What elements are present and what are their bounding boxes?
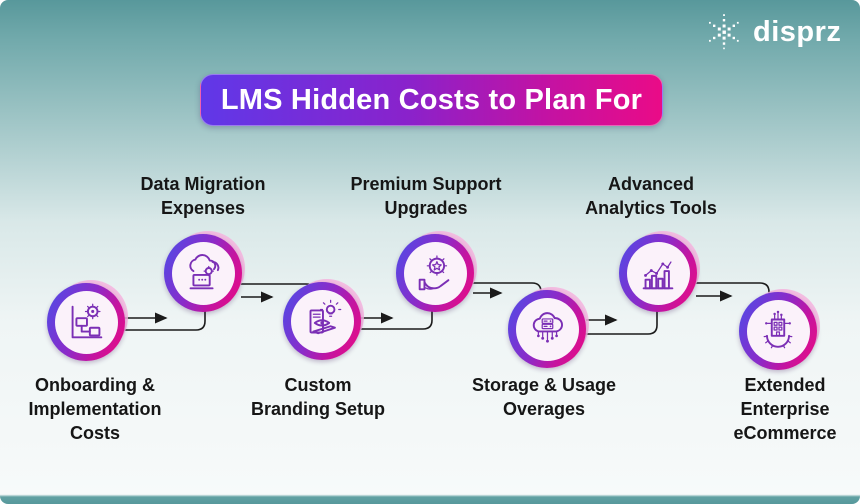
- step-label-premium-support: Premium Support Upgrades: [350, 174, 502, 219]
- connector-3-4: [359, 310, 433, 330]
- step-label-onboarding: Onboarding & Implementation Costs: [28, 375, 162, 444]
- step-label-advanced-analytics: Advanced Analytics Tools: [585, 174, 717, 219]
- analytics-chart-icon: [642, 261, 674, 290]
- step-node-2: [164, 231, 245, 312]
- step-label-data-migration: Data Migration Expenses: [140, 174, 266, 219]
- disprz-logo: disprz: [704, 11, 841, 53]
- connector-1-2: [122, 310, 206, 331]
- step-node-3: [283, 279, 364, 360]
- enterprise-commerce-icon: [763, 310, 793, 349]
- page-title: LMS Hidden Costs to Plan For: [220, 83, 643, 116]
- branding-design-icon: [309, 299, 342, 335]
- support-gear-hand-icon: [418, 255, 450, 291]
- step-circle: [396, 234, 474, 312]
- cloud-migration-icon: [189, 254, 220, 290]
- step-node-5: [508, 287, 589, 368]
- step-label-custom-branding: Custom Branding Setup: [251, 375, 385, 420]
- step-node-7: [739, 289, 820, 370]
- step-node-1: [47, 280, 128, 361]
- connector-5-6: [585, 310, 658, 335]
- step-circle: [619, 234, 697, 312]
- step-circle: [283, 282, 361, 360]
- snowflake-dots-icon: [709, 14, 739, 50]
- cloud-storage-icon: [532, 312, 563, 343]
- step-circle: [164, 234, 242, 312]
- title-banner: LMS Hidden Costs to Plan For: [200, 74, 663, 126]
- step-label-extended-enterprise: Extended Enterprise eCommerce: [733, 375, 837, 444]
- step-circle: [739, 292, 817, 370]
- logo-wordmark: disprz: [753, 15, 842, 48]
- step-circle: [47, 283, 125, 361]
- step-circle: [508, 290, 586, 368]
- step-label-storage-usage: Storage & Usage Overages: [471, 375, 617, 420]
- step-node-4: [396, 231, 477, 312]
- step-node-6: [619, 231, 700, 312]
- workflow-gear-icon: [71, 303, 103, 339]
